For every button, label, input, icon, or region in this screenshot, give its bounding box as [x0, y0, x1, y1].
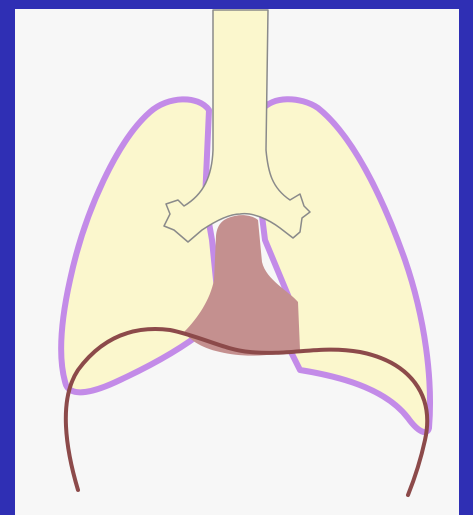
left-lung	[61, 99, 218, 392]
right-lung	[260, 99, 430, 432]
